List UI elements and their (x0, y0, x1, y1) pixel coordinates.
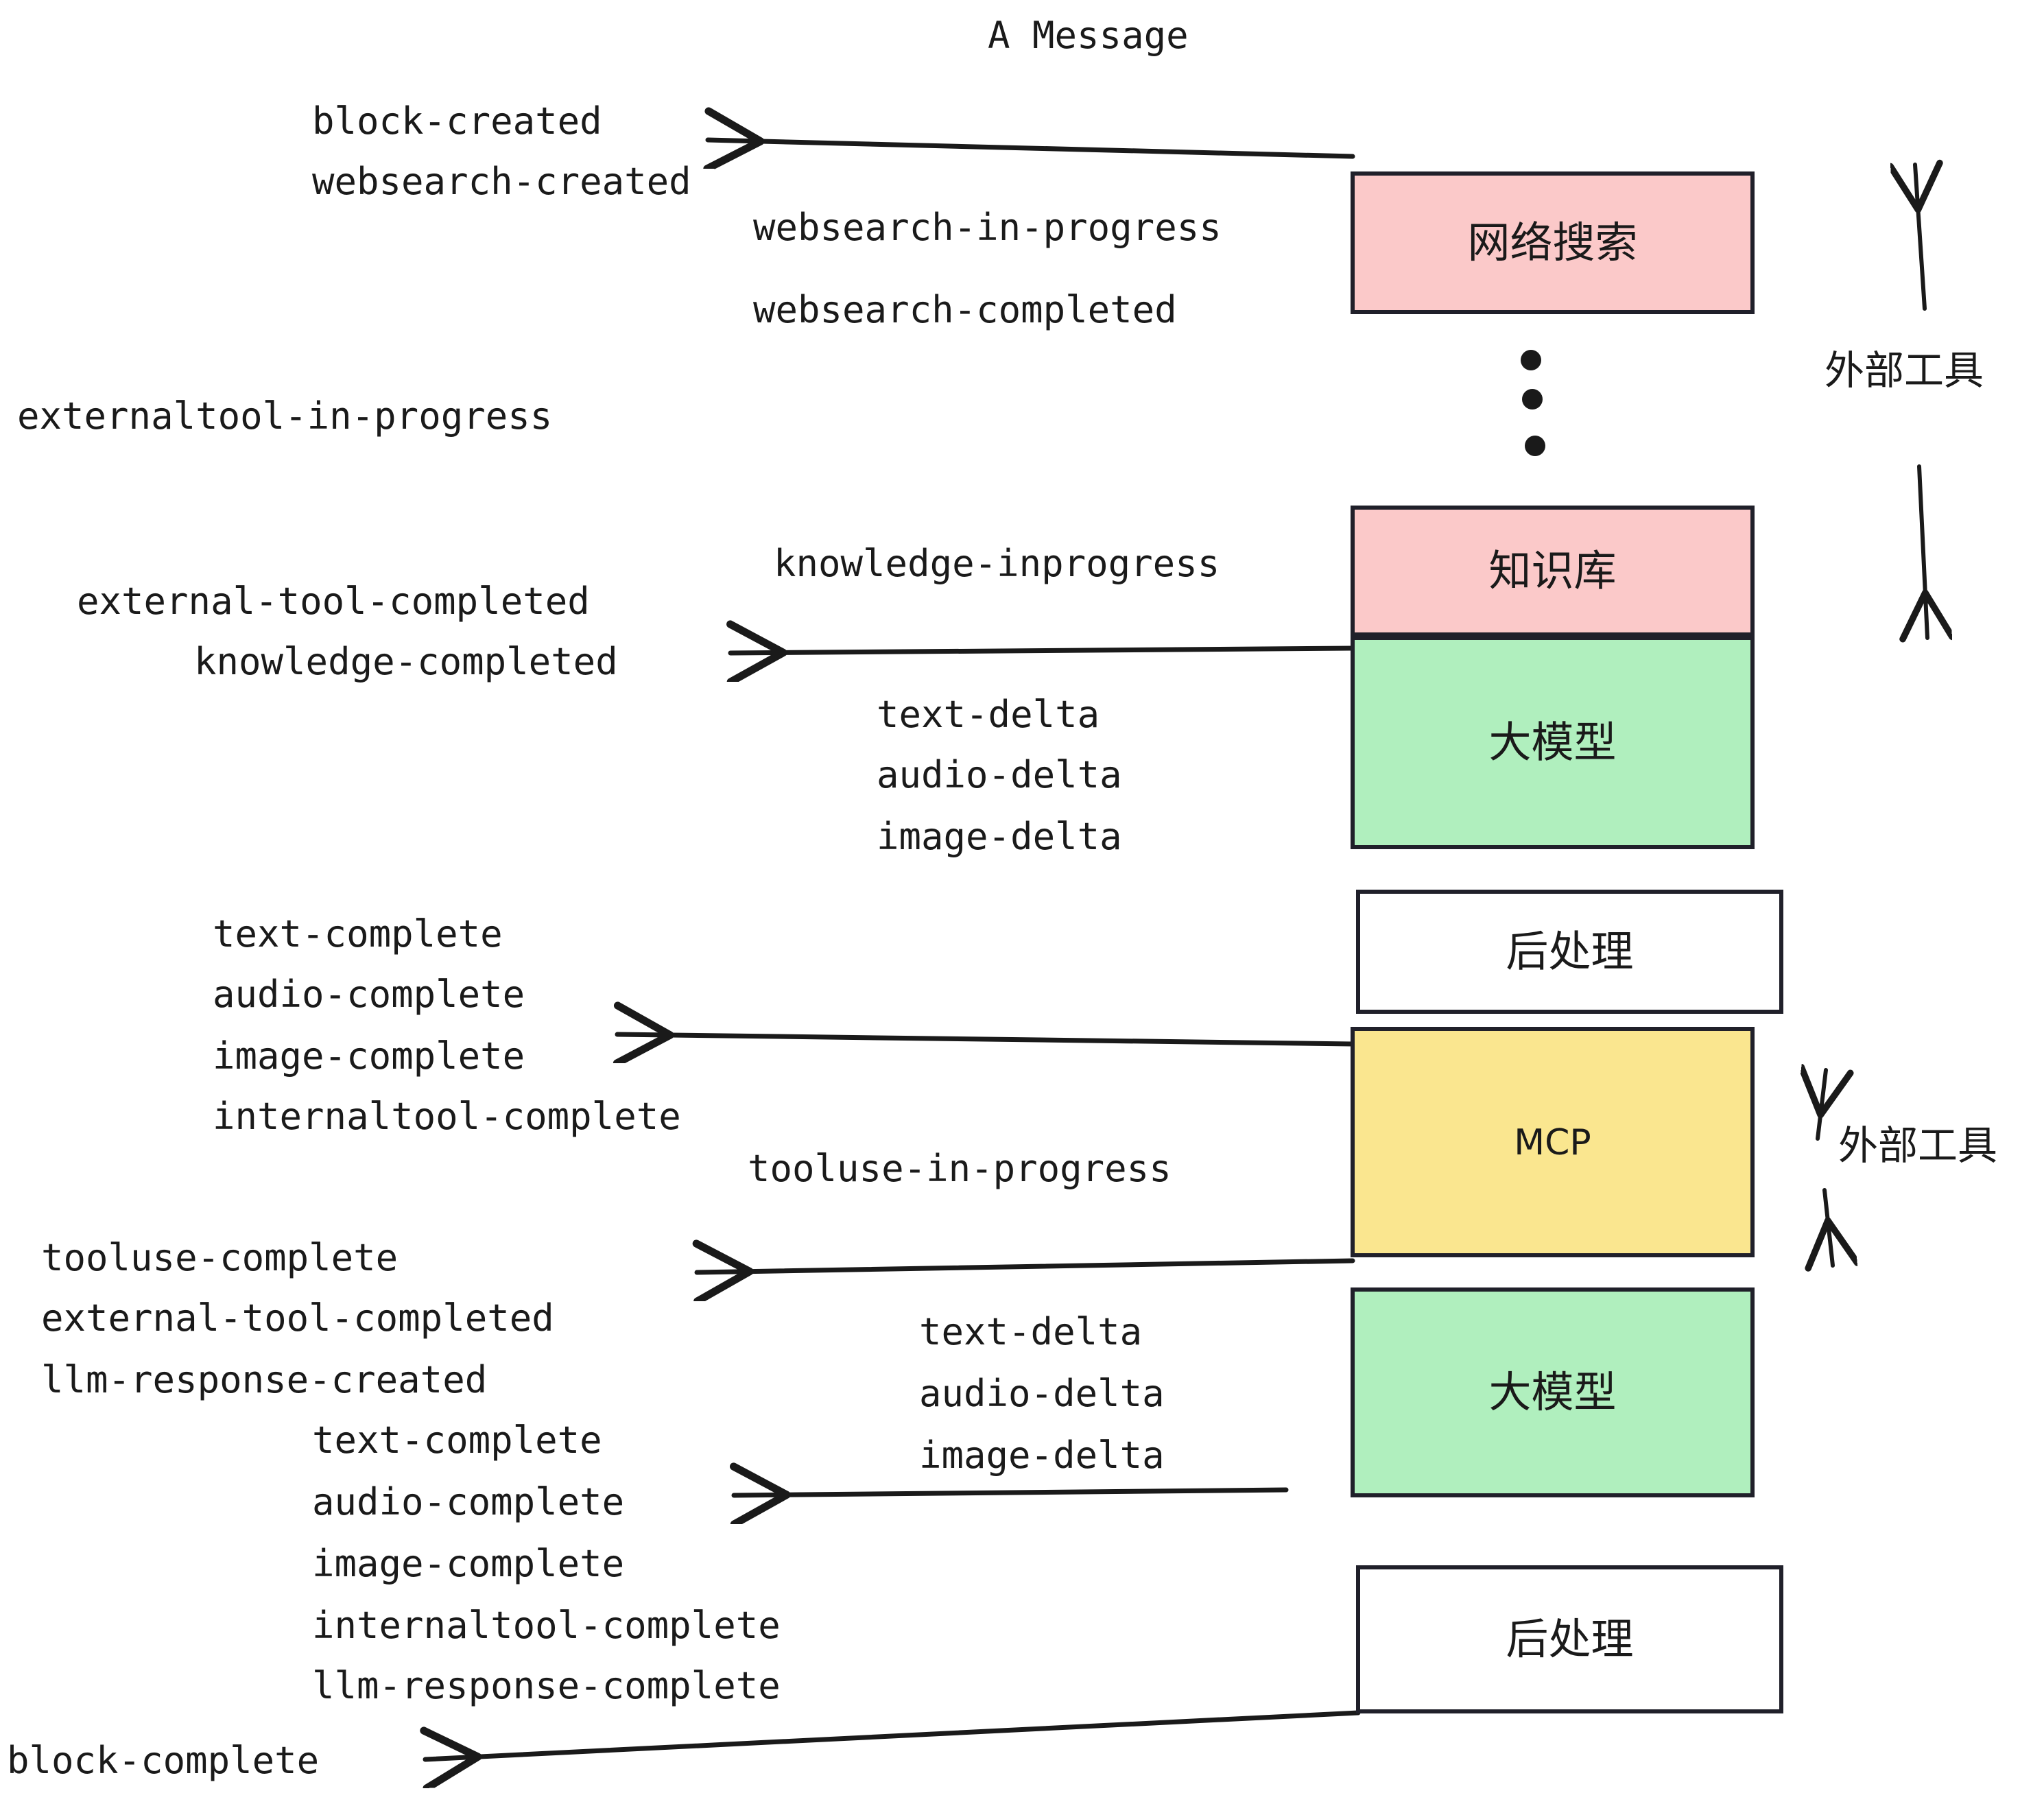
event-label-text-delta-1: text-delta (877, 693, 1100, 736)
node-rect-mcp (1351, 1027, 1755, 1257)
event-label-image-delta-1: image-delta (877, 815, 1122, 858)
node-label-llm-1: 大模型 (1488, 717, 1616, 768)
node-label-mcp: MCP (1514, 1122, 1591, 1163)
event-label-tooluse-complete: tooluse-complete (41, 1236, 398, 1279)
node-llm-2[interactable]: 大模型 (1351, 1287, 1755, 1497)
arrow-llm2-to-audio-complete (734, 1490, 1289, 1495)
arrow-up-top (1915, 165, 1925, 311)
node-rect-llm-2 (1351, 1287, 1755, 1497)
node-label-websearch: 网络搜索 (1467, 217, 1637, 268)
external-tool-range-top (1915, 165, 1927, 638)
event-label-block-created: block-created (312, 99, 602, 143)
node-rect-knowledge (1351, 506, 1755, 637)
node-mcp[interactable]: MCP (1351, 1027, 1755, 1257)
event-label-audio-complete-1: audio-complete (213, 973, 525, 1016)
vertical-ellipsis (1521, 350, 1545, 456)
event-label-internaltool-complete-1: internaltool-complete (213, 1095, 681, 1138)
event-label-text-complete-1: text-complete (213, 912, 503, 956)
node-label-postprocess-2: 后处理 (1506, 1614, 1633, 1664)
event-label-websearch-created: websearch-created (312, 160, 691, 203)
side-label-external-tools-top: 外部工具 (1825, 347, 1984, 394)
event-labels: block-created websearch-created websearch-… (7, 99, 1222, 1782)
flow-arrows (425, 140, 1361, 1759)
event-label-text-delta-2: text-delta (919, 1310, 1142, 1353)
node-label-postprocess-1: 后处理 (1506, 927, 1633, 977)
event-label-external-tool-completed-1: external-tool-completed (77, 580, 590, 623)
event-label-internaltool-complete-2: internaltool-complete (312, 1604, 781, 1647)
ellipsis-dot (1525, 436, 1545, 456)
arrow-down-bottom (1825, 1188, 1833, 1266)
event-label-llm-response-created: llm-response-created (41, 1358, 487, 1401)
node-postprocess-2[interactable]: 后处理 (1356, 1565, 1783, 1713)
ellipsis-dot (1522, 389, 1543, 410)
event-label-block-complete: block-complete (7, 1739, 319, 1782)
ellipsis-dot (1521, 350, 1541, 370)
event-label-tooluse-in-progress: tooluse-in-progress (748, 1147, 1172, 1190)
event-label-external-tool-completed-2: external-tool-completed (41, 1296, 554, 1340)
event-label-externaltool-in-progress: externaltool-in-progress (17, 394, 552, 438)
arrow-websearch-to-left (708, 140, 1355, 156)
arrow-postprocess-to-block-complete (425, 1710, 1361, 1759)
event-label-knowledge-completed: knowledge-completed (194, 640, 618, 683)
page-title: A Message (988, 14, 1189, 57)
arrow-down-top (1919, 464, 1927, 638)
node-rect-websearch (1351, 171, 1755, 314)
event-label-audio-delta-2: audio-delta (919, 1372, 1165, 1415)
node-knowledge[interactable]: 知识库 (1351, 506, 1755, 637)
node-rect-llm-1 (1351, 636, 1755, 849)
event-label-image-delta-2: image-delta (919, 1434, 1165, 1477)
node-label-knowledge: 知识库 (1488, 546, 1616, 596)
event-label-image-complete-2: image-complete (312, 1542, 624, 1585)
event-label-image-complete-1: image-complete (213, 1034, 525, 1078)
event-label-websearch-completed: websearch-completed (753, 288, 1177, 331)
arrow-mcp-to-tooluse-complete (697, 1261, 1355, 1272)
node-label-llm-2: 大模型 (1488, 1367, 1616, 1417)
event-label-text-complete-2: text-complete (312, 1419, 602, 1462)
event-label-audio-delta-1: audio-delta (877, 753, 1122, 796)
event-label-audio-complete-2: audio-complete (312, 1480, 624, 1523)
arrow-mcp-to-image-complete (617, 1034, 1355, 1044)
node-llm-1[interactable]: 大模型 (1351, 636, 1755, 849)
node-rect-postprocess-2 (1356, 1565, 1783, 1713)
node-rect-postprocess-1 (1356, 890, 1783, 1014)
arrow-knowledge-to-left (730, 648, 1355, 653)
node-websearch[interactable]: 网络搜索 (1351, 171, 1755, 314)
event-label-llm-response-complete: llm-response-complete (312, 1664, 781, 1707)
event-label-websearch-in-progress: websearch-in-progress (753, 206, 1222, 249)
external-tool-range-bottom (1818, 1070, 1833, 1266)
event-label-knowledge-inprogress: knowledge-inprogress (774, 542, 1220, 585)
node-postprocess-1[interactable]: 后处理 (1356, 890, 1783, 1014)
arrow-up-bottom (1818, 1070, 1826, 1141)
side-label-external-tools-bottom: 外部工具 (1838, 1122, 1997, 1169)
